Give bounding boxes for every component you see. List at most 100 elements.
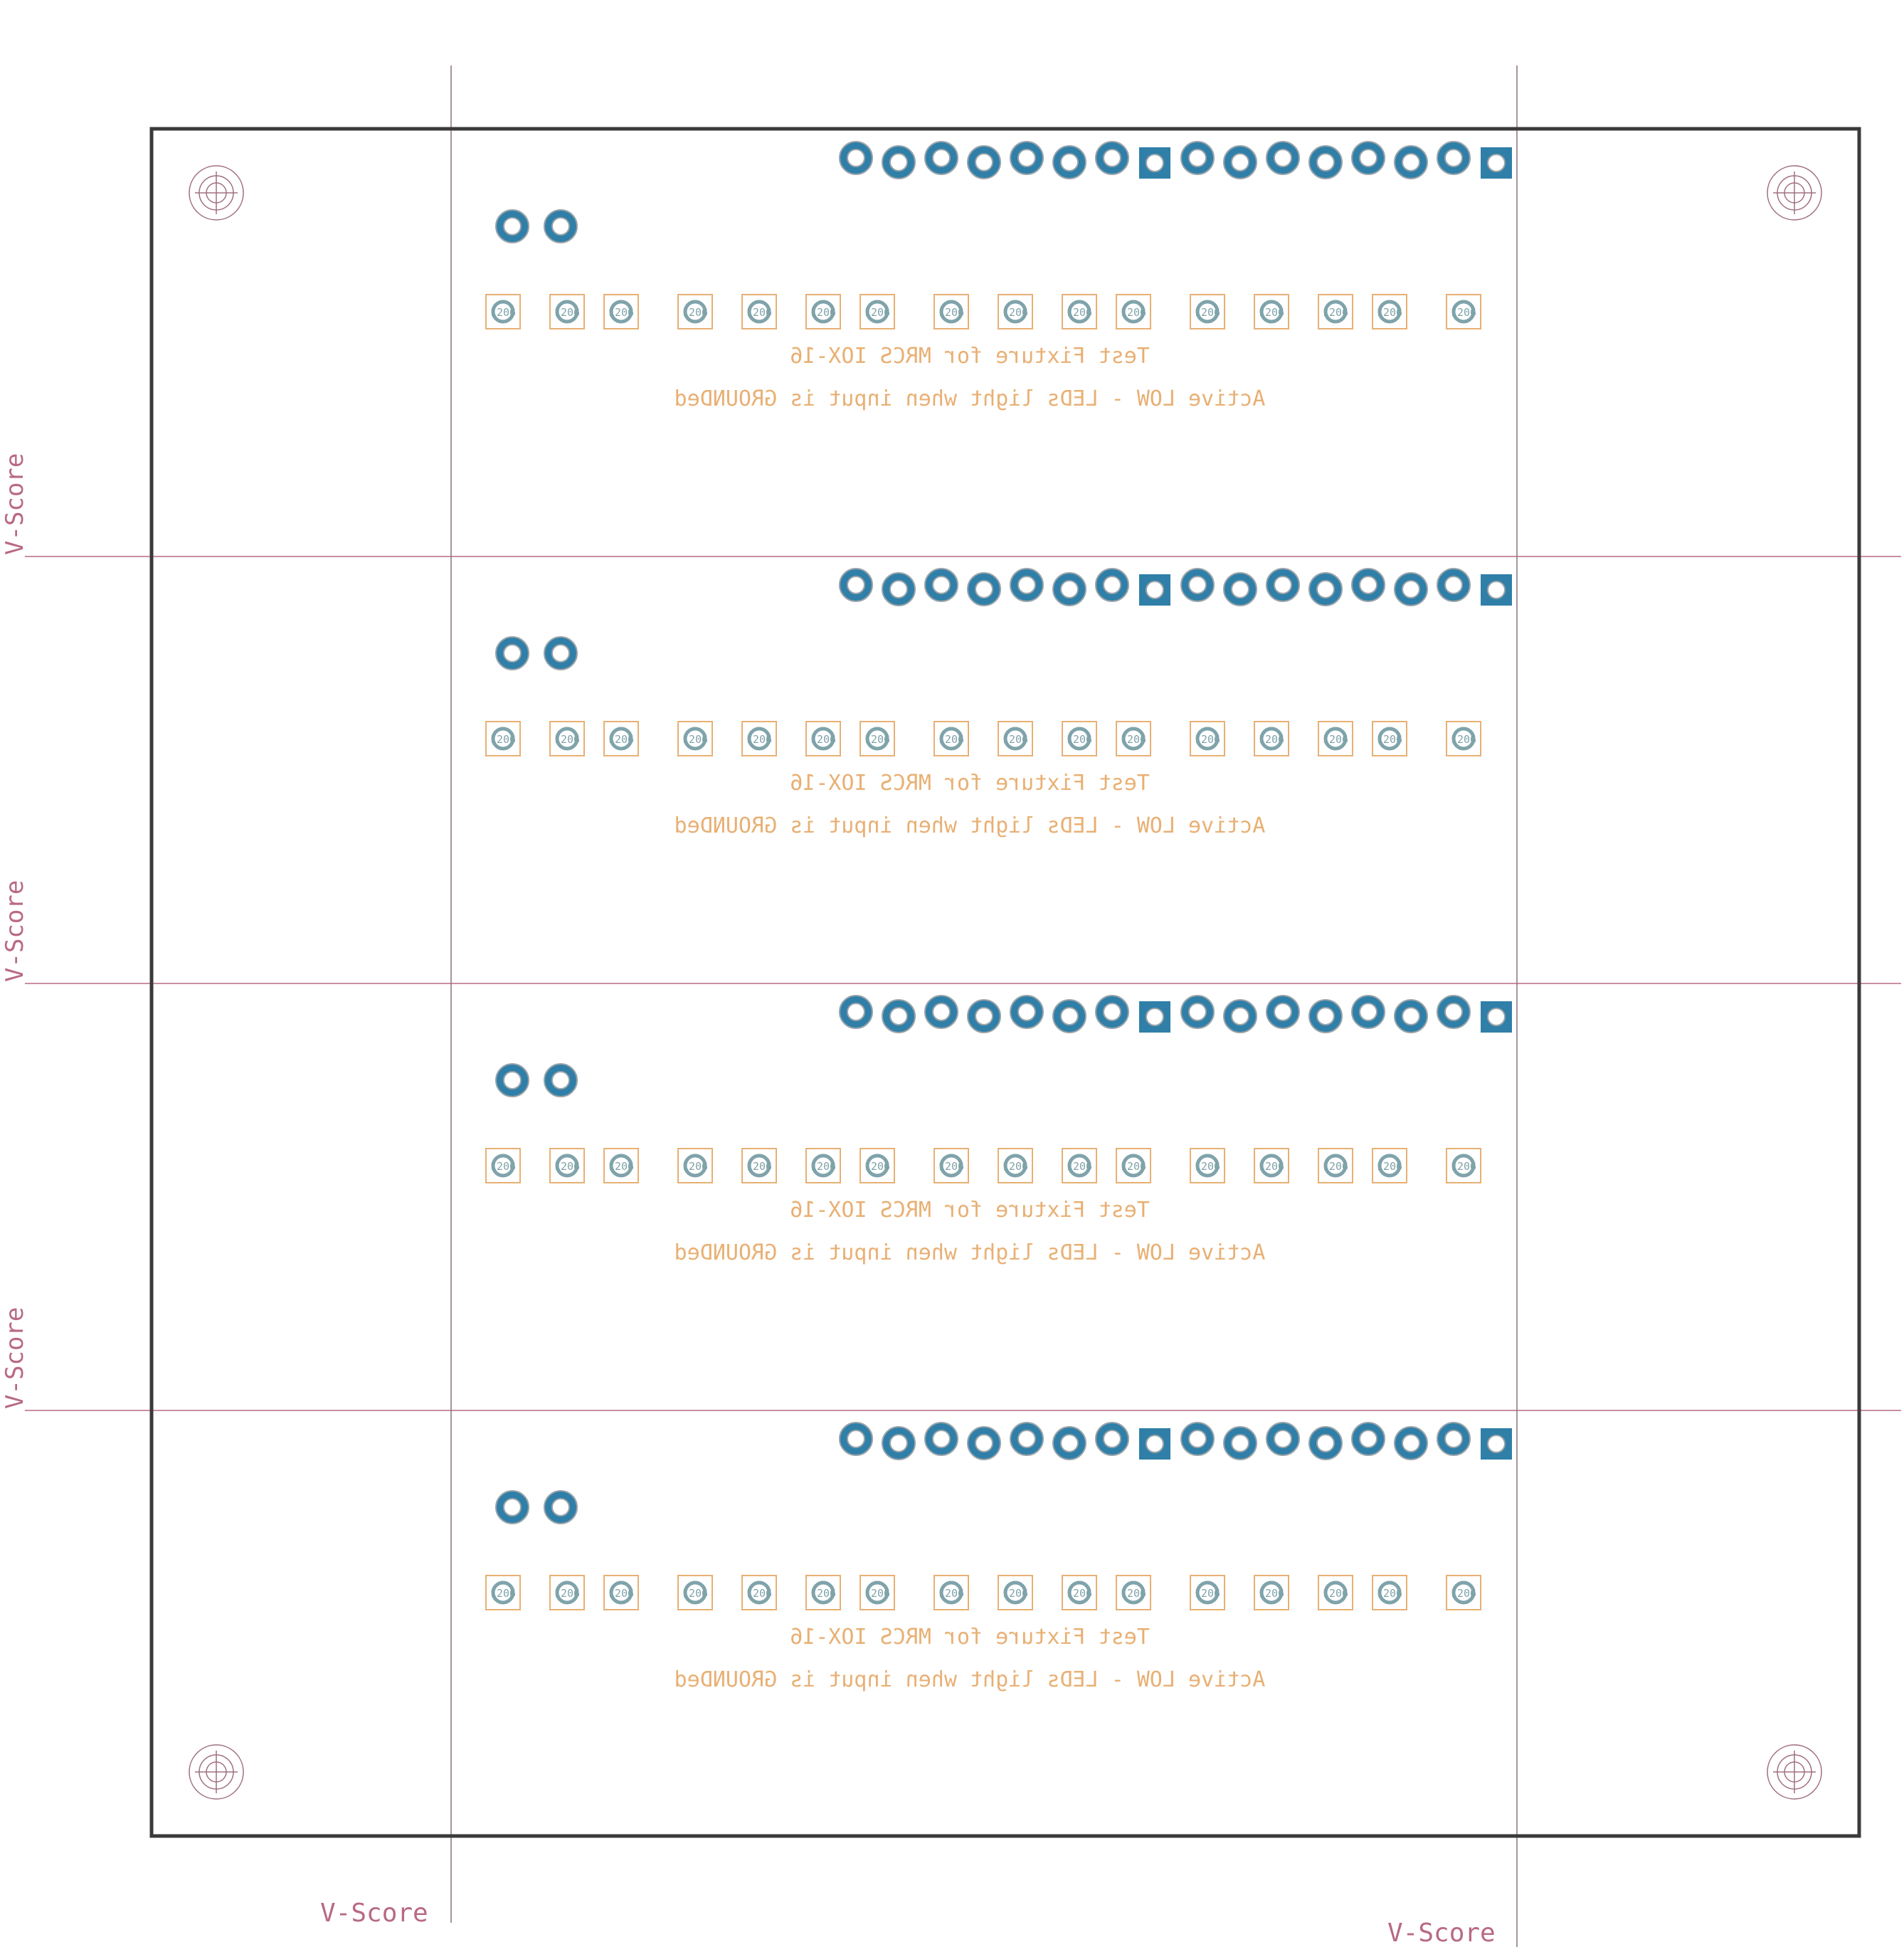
led-pad — [1259, 727, 1284, 751]
led-footprint: 1206 — [1446, 721, 1481, 756]
led-silkscreen — [934, 1148, 969, 1183]
header-connector — [839, 995, 1512, 1033]
led-package-label: 1206 — [938, 733, 964, 746]
led-pad — [1451, 727, 1476, 751]
led-pad — [811, 727, 835, 751]
header-pin-drill — [1274, 576, 1292, 594]
header-connector — [839, 568, 1512, 606]
led-package-label: 1206 — [1259, 733, 1284, 746]
led-pad — [1451, 1581, 1476, 1605]
led-footprint: 1206 — [741, 1148, 777, 1183]
power-pad-drill — [551, 1071, 570, 1089]
v-score-label: V-Score — [1, 453, 29, 555]
led-silkscreen — [677, 721, 713, 756]
led-silkscreen — [1446, 294, 1481, 329]
led-package-label: 1206 — [1067, 306, 1092, 319]
header-pin-drill — [1231, 1434, 1249, 1452]
led-silkscreen — [1116, 721, 1151, 756]
led-silkscreen — [805, 294, 841, 329]
header-pin-drill — [1359, 1003, 1377, 1021]
led-pad — [1121, 727, 1146, 751]
led-package-label: 1206 — [1259, 1587, 1284, 1600]
header-pin-drill — [932, 1003, 951, 1021]
header-pin-drill — [1359, 1430, 1377, 1448]
power-pad-drill — [503, 644, 522, 663]
led-footprint: 1206 — [485, 1575, 521, 1610]
led-silkscreen — [860, 1575, 895, 1610]
led-package-label: 1206 — [554, 1587, 580, 1600]
led-silkscreen — [860, 294, 895, 329]
led-package-label: 1206 — [490, 733, 516, 746]
led-package-label: 1206 — [682, 306, 708, 319]
led-pad — [491, 727, 515, 751]
led-package-label: 1206 — [1195, 306, 1220, 319]
led-package-label: 1206 — [1067, 1160, 1092, 1173]
led-silkscreen — [549, 294, 585, 329]
led-pad — [555, 1581, 579, 1605]
led-footprint: 1206 — [677, 1575, 713, 1610]
led-package-label: 1206 — [1377, 1587, 1402, 1600]
led-pad — [865, 1581, 889, 1605]
led-pad — [491, 1154, 515, 1178]
led-silkscreen — [934, 721, 969, 756]
led-silkscreen — [1318, 721, 1353, 756]
header-pin-drill — [847, 1003, 865, 1021]
mounting-hole-icon — [1767, 1744, 1822, 1800]
led-package-label: 1206 — [938, 1587, 964, 1600]
led-silkscreen — [1446, 1148, 1481, 1183]
v-score-guides — [25, 65, 1901, 1947]
header-pin-drill — [1231, 1007, 1249, 1025]
led-pad — [811, 1581, 835, 1605]
led-footprint: 1206 — [1116, 1575, 1151, 1610]
header-pin-drill — [1188, 1003, 1207, 1021]
led-silkscreen — [1318, 294, 1353, 329]
board-outline — [149, 127, 1861, 1838]
led-footprint: 1206 — [860, 294, 895, 329]
led-footprint: 1206 — [485, 721, 521, 756]
led-pad — [555, 300, 579, 324]
header-pin-drill — [1316, 153, 1335, 172]
led-footprint: 1206 — [485, 294, 521, 329]
led-pad — [1451, 1154, 1476, 1178]
header-pin-drill — [1487, 1008, 1506, 1026]
led-silkscreen — [677, 1575, 713, 1610]
led-package-label: 1206 — [1377, 733, 1402, 746]
header-pin-drill — [1146, 154, 1164, 172]
led-pad — [1195, 300, 1220, 324]
header-pin-drill — [1060, 1434, 1079, 1452]
led-pad — [555, 1154, 579, 1178]
led-footprint: 1206 — [805, 1575, 841, 1610]
led-footprint: 1206 — [1116, 294, 1151, 329]
led-package-label: 1206 — [1003, 306, 1028, 319]
header-pin-drill — [1103, 1430, 1121, 1448]
led-package-label: 1206 — [554, 1160, 580, 1173]
led-row: 1206 1206 1206 1206 1206 1206 1206 1206 1206 1206… — [485, 1575, 1481, 1610]
header-connector — [839, 141, 1512, 179]
led-footprint: 1206 — [1254, 1575, 1289, 1610]
power-pad-drill — [551, 217, 570, 236]
led-footprint: 1206 — [934, 1148, 969, 1183]
led-package-label: 1206 — [490, 1160, 516, 1173]
header-pin-drill — [932, 1430, 951, 1448]
led-package-label: 1206 — [1195, 1587, 1220, 1600]
led-package-label: 1206 — [1121, 306, 1146, 319]
led-silkscreen — [485, 294, 521, 329]
led-footprint: 1206 — [998, 294, 1033, 329]
led-package-label: 1206 — [746, 1587, 772, 1600]
led-package-label: 1206 — [1259, 1160, 1284, 1173]
led-footprint: 1206 — [677, 294, 713, 329]
led-silkscreen — [485, 1148, 521, 1183]
header-pin-drill — [1316, 580, 1335, 598]
header-pin-drill — [975, 1434, 993, 1452]
header-pin-drill — [1444, 1003, 1463, 1021]
led-package-label: 1206 — [1323, 1587, 1348, 1600]
led-footprint: 1206 — [1318, 1148, 1353, 1183]
power-pad-drill — [551, 644, 570, 663]
mounting-hole-icon — [189, 165, 244, 221]
led-pad — [865, 300, 889, 324]
header-pin-drill — [932, 576, 951, 594]
panel-note: Active LOW - LEDs light when input is GR… — [675, 813, 1266, 838]
led-pad — [939, 727, 963, 751]
led-pad — [609, 1154, 633, 1178]
